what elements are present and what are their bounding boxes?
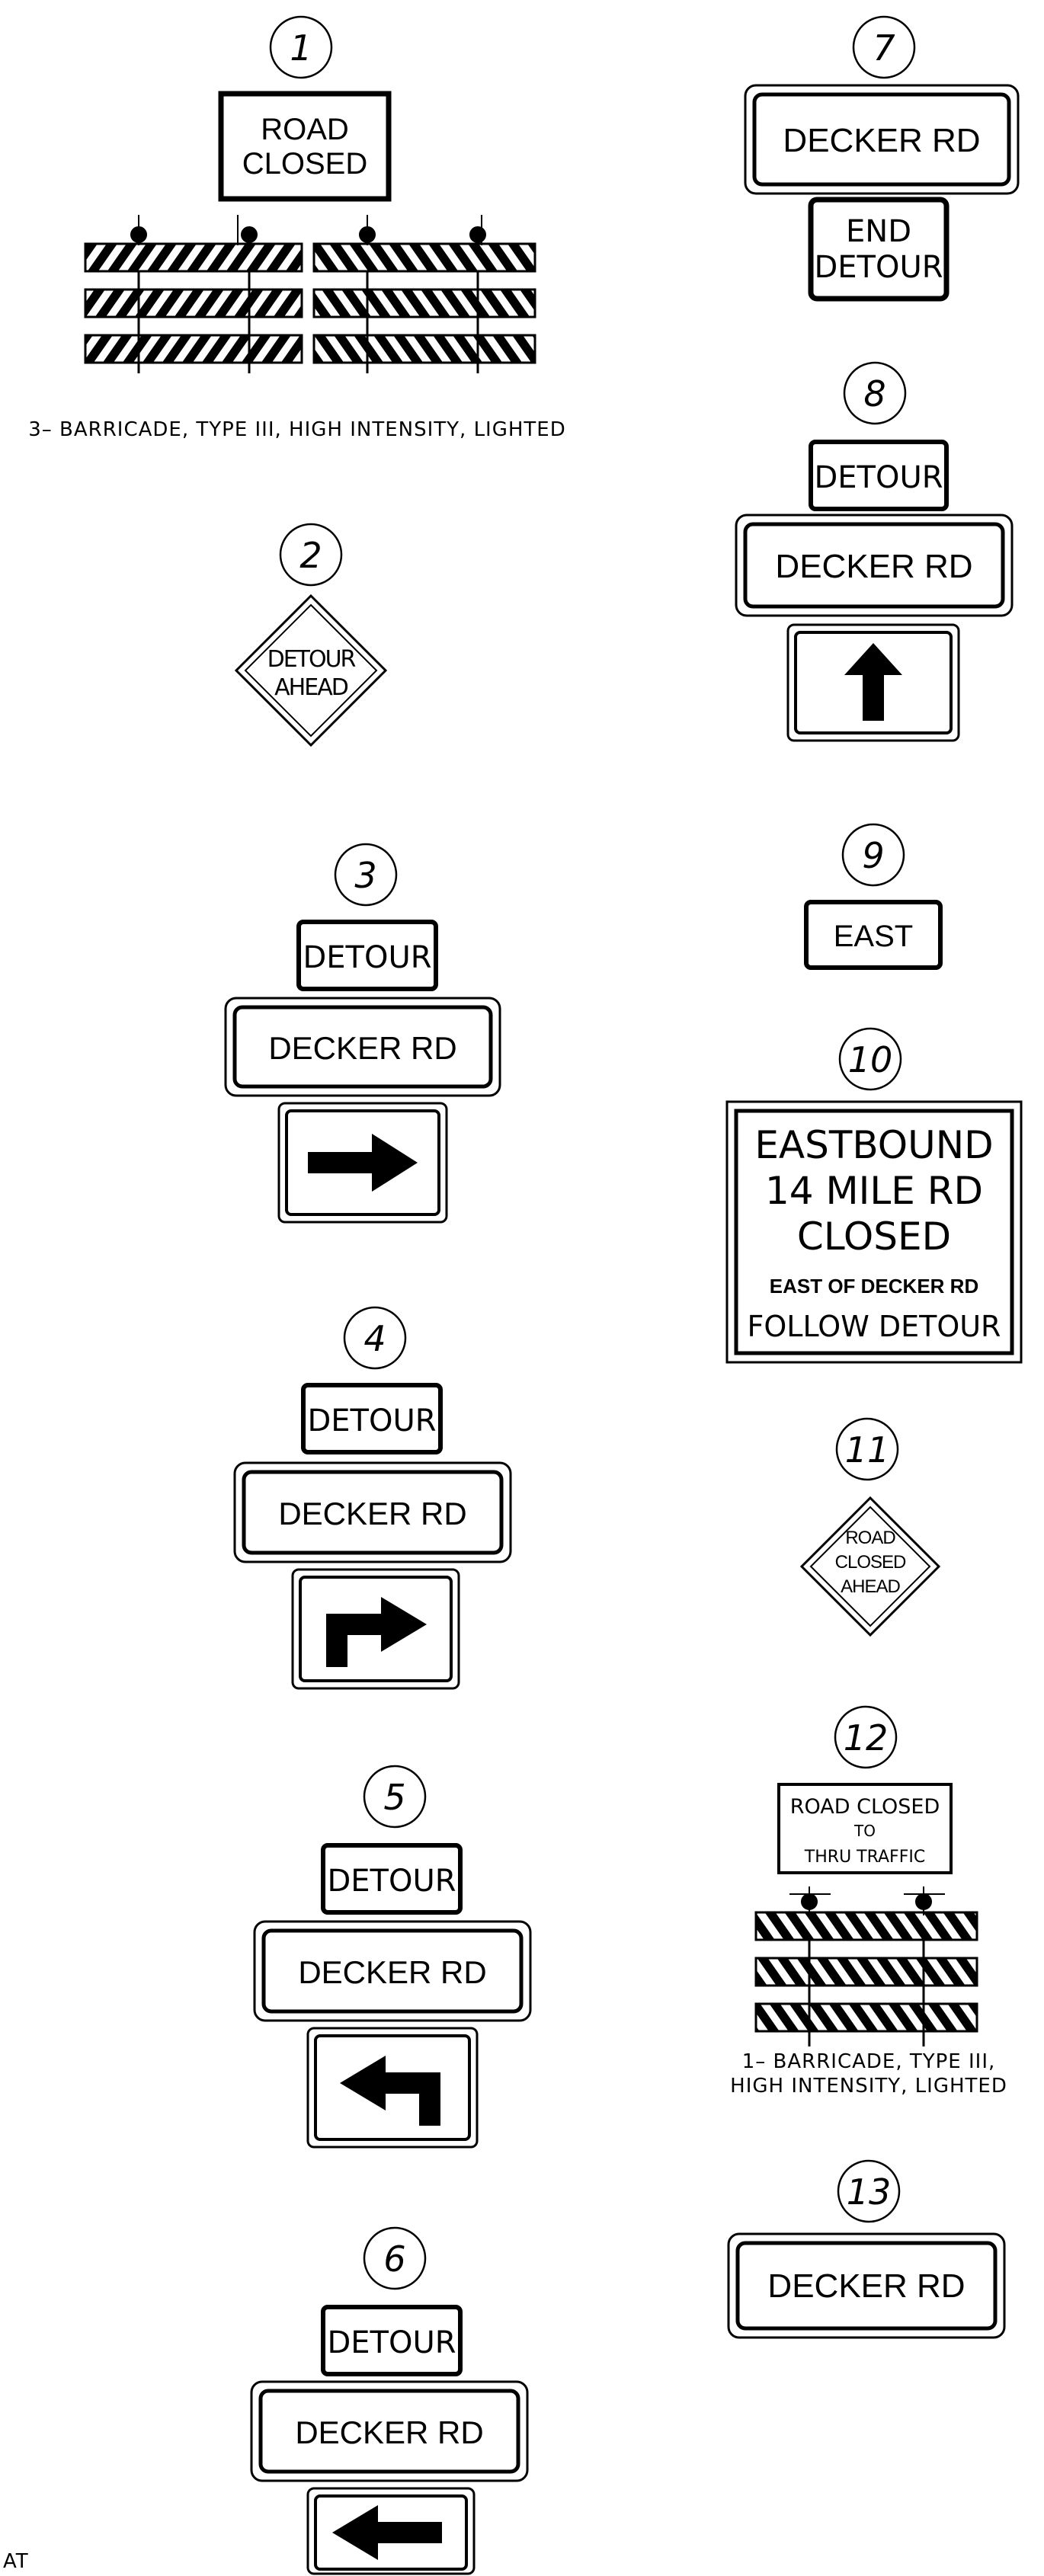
sign-10-number: 10 xyxy=(848,1039,893,1080)
sign-3-number: 3 xyxy=(354,855,376,896)
turn-right-arrow-icon xyxy=(326,1597,427,1667)
route-sign-7-text: DECKER RD xyxy=(783,122,980,159)
sign-7-number: 7 xyxy=(873,27,895,69)
sign-2: 2 DETOUR AHEAD xyxy=(234,523,388,747)
detour-plaque-8 xyxy=(809,440,949,511)
sign-12: 12 ROAD CLOSED TO THRU TRAFFIC 1– BARRIC… xyxy=(730,1705,1007,2098)
road-closed-sign xyxy=(218,91,392,202)
arrow-right-icon xyxy=(308,1134,418,1192)
route-sign-3 xyxy=(224,997,501,1097)
arrow-panel-3 xyxy=(277,1102,448,1224)
road-closed-ahead-line-3: AHEAD xyxy=(841,1576,900,1597)
thru-traffic-sign xyxy=(777,1783,953,1874)
sign-9-number: 9 xyxy=(862,835,884,876)
eastbound-closed-sign xyxy=(725,1100,1023,1364)
route-sign-8 xyxy=(735,514,1014,617)
route-sign-7 xyxy=(744,84,1020,195)
eastbound-line-2: 14 MILE RD xyxy=(765,1169,983,1213)
sign-2-number: 2 xyxy=(299,535,322,576)
barricade-group-12 xyxy=(754,1886,978,2046)
east-sign xyxy=(804,900,943,970)
arrow-panel-6 xyxy=(306,2487,476,2575)
sign-7: 7 DECKER RD END DETOUR xyxy=(744,15,1020,302)
detour-plaque-8-text: DETOUR xyxy=(814,460,943,495)
barricade-caption-1: 3– BARRICADE, TYPE III, HIGH INTENSITY, … xyxy=(28,418,566,441)
route-sign-4-text: DECKER RD xyxy=(278,1496,466,1531)
sign-8-number: 8 xyxy=(863,373,885,414)
sign-11-number: 11 xyxy=(845,1429,890,1470)
detour-plaque-4-text: DETOUR xyxy=(307,1403,436,1438)
route-sign-6-text: DECKER RD xyxy=(295,2414,483,2450)
sign-10: 10 EASTBOUND 14 MILE RD CLOSED EAST OF D… xyxy=(725,1027,1023,1364)
sign-number-circle xyxy=(269,15,333,79)
detour-ahead-line-1: DETOUR xyxy=(267,646,356,673)
barricade-left xyxy=(84,242,303,373)
route-sign-3-text: DECKER RD xyxy=(268,1030,456,1066)
sign-13: 13 DECKER RD xyxy=(727,2159,1006,2339)
sign-1-number: 1 xyxy=(290,27,312,69)
sign-5: 5 DETOUR DECKER RD xyxy=(253,1765,532,2149)
detour-plaque-6-text: DETOUR xyxy=(327,2325,456,2360)
turn-left-arrow-icon xyxy=(340,2056,440,2126)
detour-ahead-diamond xyxy=(234,594,388,747)
route-sign-13 xyxy=(727,2232,1006,2339)
eastbound-line-4: EAST OF DECKER RD xyxy=(770,1275,978,1298)
route-sign-5-text: DECKER RD xyxy=(298,1954,486,1990)
barricade-group-1 xyxy=(84,215,536,373)
sign-13-number: 13 xyxy=(847,2171,892,2213)
arrow-panel-5 xyxy=(306,2027,479,2149)
road-closed-ahead-line-1: ROAD xyxy=(845,1528,895,1548)
route-sign-6 xyxy=(250,2380,529,2482)
eastbound-line-1: EASTBOUND xyxy=(754,1123,993,1167)
road-closed-line-1: ROAD xyxy=(261,113,349,146)
sign-3: 3 DETOUR DECKER RD xyxy=(224,843,501,1224)
arrow-panel-4 xyxy=(291,1568,460,1690)
sign-6: 6 DETOUR DECKER RD xyxy=(250,2226,529,2575)
detour-plaque-6 xyxy=(321,2305,463,2376)
sign-5-number: 5 xyxy=(383,1777,405,1818)
detour-ahead-line-2: AHEAD xyxy=(274,674,348,701)
detour-plaque-5 xyxy=(321,1843,463,1915)
arrow-up-icon xyxy=(844,643,902,721)
corner-text: AT xyxy=(3,2550,29,2573)
road-closed-ahead-line-2: CLOSED xyxy=(835,1552,906,1573)
eastbound-line-3: CLOSED xyxy=(797,1214,951,1259)
route-sign-8-text: DECKER RD xyxy=(775,548,972,585)
arrow-left-icon xyxy=(332,2505,442,2560)
route-sign-13-text: DECKER RD xyxy=(767,2267,965,2305)
sign-12-number: 12 xyxy=(844,1717,889,1758)
sign-11: 11 ROAD CLOSED AHEAD xyxy=(799,1417,941,1637)
east-sign-text: EAST xyxy=(834,920,913,953)
route-sign-4 xyxy=(233,1461,512,1563)
sign-1: 1 ROAD CLOSED xyxy=(28,15,566,441)
detour-plaque-5-text: DETOUR xyxy=(327,1864,456,1899)
sign-4-number: 4 xyxy=(363,1318,386,1359)
thru-traffic-line-3: THRU TRAFFIC xyxy=(804,1848,925,1867)
thru-traffic-line-2: TO xyxy=(853,1822,876,1840)
road-closed-line-2: CLOSED xyxy=(242,147,368,181)
sign-6-number: 6 xyxy=(383,2238,405,2280)
detour-plaque-3 xyxy=(296,920,438,991)
route-sign-5 xyxy=(253,1920,532,2022)
detour-plaque-4 xyxy=(301,1383,443,1454)
sign-4: 4 DETOUR DECKER RD xyxy=(233,1306,512,1690)
end-detour-sign xyxy=(808,197,950,302)
end-detour-line-1: END xyxy=(846,214,911,249)
sign-9: 9 EAST xyxy=(804,823,943,970)
barricade-caption-12-line-2: HIGH INTENSITY, LIGHTED xyxy=(730,2075,1007,2098)
road-closed-ahead-diamond xyxy=(799,1496,941,1637)
barricade-right xyxy=(312,242,536,373)
barricade-caption-12-line-1: 1– BARRICADE, TYPE III, xyxy=(742,2050,996,2073)
detour-plaque-3-text: DETOUR xyxy=(303,940,431,975)
arrow-panel-8 xyxy=(786,623,960,742)
sign-8: 8 DETOUR DECKER RD xyxy=(735,361,1014,742)
eastbound-line-5: FOLLOW DETOUR xyxy=(748,1310,1001,1343)
end-detour-line-2: DETOUR xyxy=(814,250,943,285)
thru-traffic-line-1: ROAD CLOSED xyxy=(790,1795,940,1819)
